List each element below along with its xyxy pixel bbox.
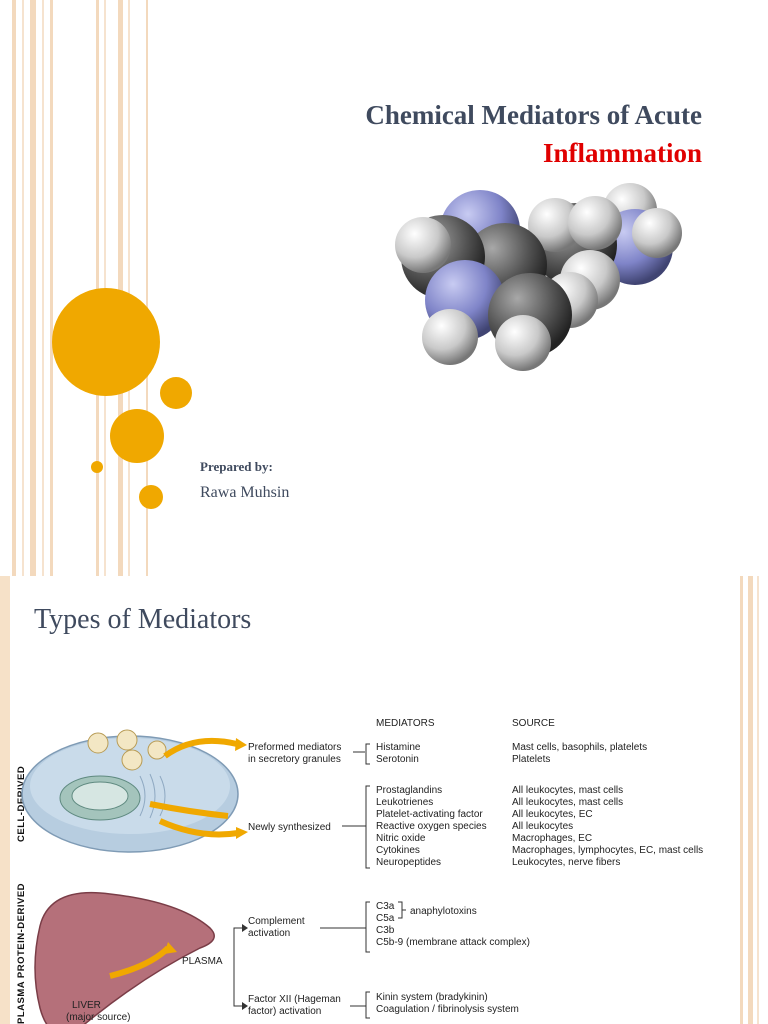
plasma-derived-label: PLASMA PROTEIN-DERIVED (16, 883, 27, 1024)
stripe-decoration (118, 0, 123, 576)
cell-illustration (21, 729, 248, 853)
source-item: All leukocytes (512, 821, 573, 832)
title-slide: Chemical Mediators of Acute Inflammation (12, 0, 702, 576)
mediator-item: Cytokines (376, 845, 420, 856)
source-item: All leukocytes, EC (512, 809, 593, 820)
mediator-item: Leukotrienes (376, 797, 433, 808)
preformed-label: in secretory granules (248, 754, 341, 765)
mediators-diagram: CELL-DERIVED PLASMA PROTEIN-DERIVED MEDI… (16, 718, 703, 1024)
newly-synthesized-label: Newly synthesized (248, 822, 331, 833)
stripe-decoration (30, 0, 36, 576)
stripe-decoration (50, 0, 53, 576)
cell-derived-label: CELL-DERIVED (16, 766, 27, 842)
slide-edge-stripe (0, 576, 10, 1024)
complement-item: C5a (376, 913, 395, 924)
plasma-word: PLASMA (182, 956, 223, 967)
decor-circle-small (139, 485, 163, 509)
title-line-1: Chemical Mediators of Acute (365, 100, 702, 130)
liver-source-label: (major source) (66, 1012, 130, 1023)
types-slide: Types of Mediators CELL-DERIVED PLASMA P… (0, 576, 768, 1024)
mediators-header: MEDIATORS (376, 718, 435, 729)
stripe-decoration (22, 0, 24, 576)
factor-item: Kinin system (bradykinin) (376, 992, 488, 1003)
stripe-decoration (128, 0, 130, 576)
slide-title: Types of Mediators (34, 604, 252, 635)
title-line-2: Inflammation (542, 138, 702, 168)
mediator-item: Reactive oxygen species (376, 821, 487, 832)
complement-item: C3b (376, 925, 395, 936)
source-item: Macrophages, EC (512, 833, 592, 844)
complement-item: C3a (376, 901, 395, 912)
source-item: Leukocytes, nerve fibers (512, 857, 620, 868)
slide-title: Chemical Mediators of Acute Inflammation (365, 96, 702, 172)
decor-circle-large (52, 288, 160, 396)
source-header: SOURCE (512, 718, 555, 729)
author-name: Rawa Muhsin (200, 484, 290, 501)
anaphylotoxins-label: anaphylotoxins (410, 906, 477, 917)
stripe-decoration (146, 0, 148, 576)
mediator-item: Prostaglandins (376, 785, 442, 796)
mediator-item: Nitric oxide (376, 833, 426, 844)
source-serotonin: Platelets (512, 754, 550, 765)
decor-circle-medium (110, 409, 164, 463)
prepared-by-label: Prepared by: (200, 459, 273, 474)
complement-label: Complement (248, 916, 305, 927)
mediator-histamine: Histamine (376, 742, 421, 753)
mediator-item: Platelet-activating factor (376, 809, 483, 820)
source-item: All leukocytes, mast cells (512, 797, 623, 808)
stripe-decoration (42, 0, 44, 576)
complement-label: activation (248, 928, 290, 939)
molecule-illustration (395, 183, 682, 371)
decor-circle-tiny (91, 461, 103, 473)
mediator-serotonin: Serotonin (376, 754, 419, 765)
preformed-label: Preformed mediators (248, 742, 341, 753)
stripe-decoration (12, 0, 16, 576)
factor-label: factor) activation (248, 1006, 321, 1017)
source-item: Macrophages, lymphocytes, EC, mast cells (512, 845, 703, 856)
stripe-decoration (740, 576, 743, 1024)
mediator-item: Neuropeptides (376, 857, 441, 868)
liver-illustration (34, 891, 215, 1024)
source-histamine: Mast cells, basophils, platelets (512, 742, 647, 753)
decor-circle-small (160, 377, 192, 409)
factor-item: Coagulation / fibrinolysis system (376, 1004, 519, 1015)
stripe-decoration (748, 576, 753, 1024)
stripe-decoration (757, 576, 759, 1024)
liver-label: LIVER (72, 1000, 101, 1011)
complement-item: C5b-9 (membrane attack complex) (376, 937, 530, 948)
factor-label: Factor XII (Hageman (248, 994, 341, 1005)
source-item: All leukocytes, mast cells (512, 785, 623, 796)
